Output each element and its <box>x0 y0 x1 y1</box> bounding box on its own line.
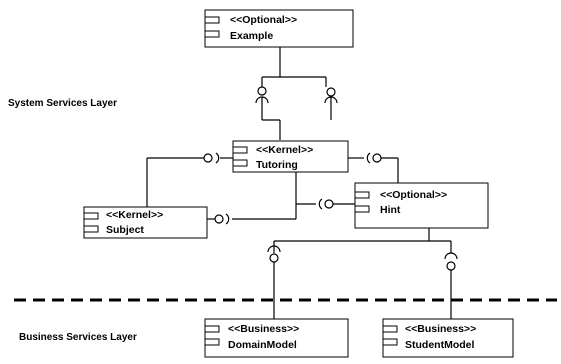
component-stereotype: <<Optional>> <box>380 189 447 201</box>
component-stereotype: <<Kernel>> <box>256 144 313 156</box>
provided-interface <box>446 261 456 271</box>
component-name: Hint <box>380 204 401 216</box>
provided-interface <box>257 86 267 96</box>
component-domainmodel[interactable]: <<Business>> DomainModel <box>204 318 349 358</box>
required-interface <box>444 252 458 260</box>
required-interface <box>366 152 371 164</box>
component-icon <box>382 338 398 346</box>
component-icon <box>382 325 398 333</box>
component-icon <box>354 191 370 199</box>
required-interface <box>225 213 230 225</box>
required-interface <box>215 152 220 164</box>
component-name: Example <box>230 30 273 42</box>
connectors <box>146 47 458 319</box>
component-icon <box>204 325 220 333</box>
component-name: StudentModel <box>405 339 474 351</box>
provided-interface <box>324 199 334 209</box>
component-studentmodel[interactable]: <<Business>> StudentModel <box>382 318 514 358</box>
component-example[interactable]: <<Optional>> Example <box>204 9 354 48</box>
required-interface <box>267 245 281 253</box>
provided-interface <box>326 87 336 97</box>
component-hint[interactable]: <<Optional>> Hint <box>354 182 489 229</box>
component-name: DomainModel <box>228 339 297 351</box>
component-icon <box>204 30 220 38</box>
component-icon <box>354 205 370 213</box>
component-subject[interactable]: <<Kernel>> Subject <box>83 206 208 239</box>
provided-interface <box>214 214 224 224</box>
component-icon <box>232 159 248 167</box>
provided-interface <box>372 153 382 163</box>
component-icon <box>83 212 99 220</box>
component-stereotype: <<Business>> <box>405 323 476 335</box>
component-stereotype: <<Business>> <box>228 323 299 335</box>
component-icon <box>83 225 99 233</box>
component-icon <box>204 338 220 346</box>
component-stereotype: <<Kernel>> <box>106 209 163 221</box>
component-icon <box>204 16 220 24</box>
component-name: Tutoring <box>256 159 298 171</box>
component-stereotype: <<Optional>> <box>230 14 297 26</box>
component-icon <box>232 146 248 154</box>
business-services-layer-label: Business Services Layer <box>19 332 137 343</box>
component-name: Subject <box>106 224 144 236</box>
provided-interface <box>269 253 279 263</box>
provided-interface <box>203 153 213 163</box>
system-services-layer-label: System Services Layer <box>8 98 117 109</box>
component-tutoring[interactable]: <<Kernel>> Tutoring <box>232 140 349 173</box>
required-interface <box>318 198 323 210</box>
